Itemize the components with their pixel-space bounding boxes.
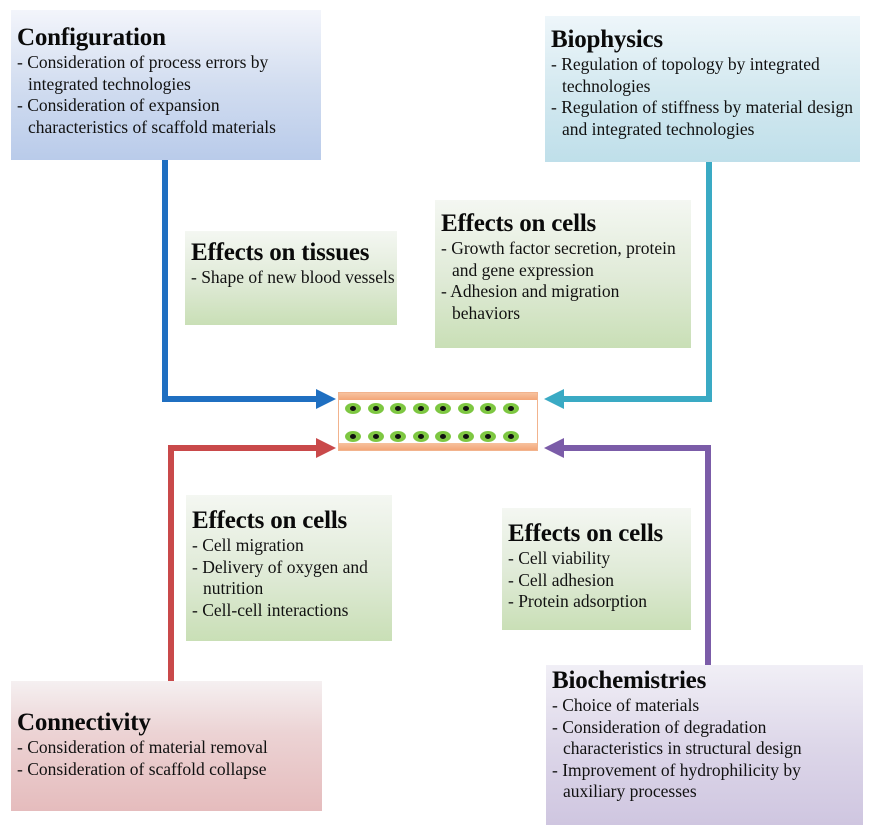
cell-icon (480, 403, 496, 414)
effects-on-cells-biophysics-box: Effects on cells Growth factor secretion… (435, 200, 691, 348)
configuration-box: Configuration Consideration of process e… (11, 10, 321, 160)
configuration-list: Consideration of process errors by integ… (17, 52, 321, 138)
biochemistries-list: Choice of materialsConsideration of degr… (552, 695, 863, 803)
effects-on-cells-biophysics-list: Growth factor secretion, protein and gen… (441, 238, 691, 324)
cell-icon (457, 403, 474, 414)
effects-on-tissues-list: Shape of new blood vessels (191, 267, 397, 289)
channel-wall-top (339, 393, 537, 400)
effects-on-tissues-box: Effects on tissues Shape of new blood ve… (185, 231, 397, 325)
cell-icon (435, 431, 451, 442)
list-item: Cell migration (192, 535, 392, 557)
effects-on-cells-biophysics-title: Effects on cells (441, 210, 597, 237)
list-item: Improvement of hydrophilicity by auxilia… (552, 760, 863, 803)
list-item: Consideration of expansion characteristi… (17, 95, 321, 138)
list-item: Protein adsorption (508, 591, 691, 613)
list-item: Consideration of degradation characteris… (552, 717, 863, 760)
list-item: Cell-cell interactions (192, 600, 392, 622)
cell-icon (390, 431, 406, 442)
effects-on-cells-connectivity-title: Effects on cells (192, 507, 348, 534)
list-item: Adhesion and migration behaviors (441, 281, 691, 324)
cell-icon (502, 403, 519, 414)
cell-row-top (345, 403, 519, 414)
list-item: Choice of materials (552, 695, 863, 717)
list-item: Growth factor secretion, protein and gen… (441, 238, 691, 281)
cell-icon (502, 431, 519, 442)
cell-row-bottom (345, 431, 519, 442)
effects-on-cells-biochemistries-box: Effects on cells Cell viabilityCell adhe… (502, 508, 691, 630)
cell-icon (367, 431, 384, 442)
cell-icon (412, 403, 429, 414)
list-item: Regulation of topology by integrated tec… (551, 54, 860, 97)
cell-icon (390, 403, 406, 414)
configuration-title: Configuration (17, 24, 166, 51)
connectivity-title: Connectivity (17, 709, 151, 736)
biophysics-list: Regulation of topology by integrated tec… (551, 54, 860, 140)
cell-icon (345, 431, 361, 442)
connectivity-box: Connectivity Consideration of material r… (11, 681, 322, 811)
microchannel (338, 392, 538, 451)
cell-icon (435, 403, 451, 414)
cell-icon (412, 431, 429, 442)
cell-icon (457, 431, 474, 442)
biophysics-title: Biophysics (551, 26, 663, 53)
biophysics-box: Biophysics Regulation of topology by int… (545, 16, 860, 162)
cell-icon (367, 403, 384, 414)
list-item: Delivery of oxygen and nutrition (192, 557, 392, 600)
biochemistries-title: Biochemistries (552, 667, 707, 694)
effects-on-cells-biochemistries-list: Cell viabilityCell adhesionProtein adsor… (508, 548, 691, 613)
effects-on-tissues-title: Effects on tissues (191, 239, 370, 266)
connectivity-list: Consideration of material removalConside… (17, 737, 322, 780)
list-item: Regulation of stiffness by material desi… (551, 97, 860, 140)
list-item: Consideration of scaffold collapse (17, 759, 322, 781)
list-item: Consideration of material removal (17, 737, 322, 759)
cell-icon (480, 431, 496, 442)
channel-wall-bottom (339, 443, 537, 450)
effects-on-cells-connectivity-list: Cell migrationDelivery of oxygen and nut… (192, 535, 392, 621)
cell-icon (345, 403, 361, 414)
list-item: Shape of new blood vessels (191, 267, 397, 289)
effects-on-cells-connectivity-box: Effects on cells Cell migrationDelivery … (186, 495, 392, 641)
list-item: Cell viability (508, 548, 691, 570)
list-item: Consideration of process errors by integ… (17, 52, 321, 95)
effects-on-cells-biochemistries-title: Effects on cells (508, 520, 664, 547)
list-item: Cell adhesion (508, 570, 691, 592)
biochemistries-box: Biochemistries Choice of materialsConsid… (546, 665, 863, 825)
